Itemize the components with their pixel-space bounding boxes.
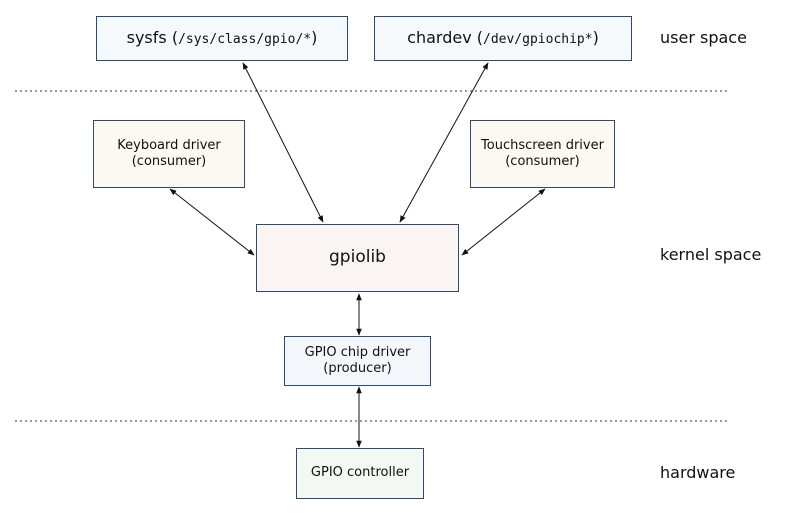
gpiolib-label: gpiolib <box>329 247 386 268</box>
sysfs-paren-open: ( <box>166 28 179 48</box>
sysfs-box: sysfs (/sys/class/gpio/*) <box>96 16 348 61</box>
chardev-name: chardev <box>407 28 472 48</box>
gpio-controller-label: GPIO controller <box>310 465 410 481</box>
arrow-touchscreen-gpiolib <box>461 188 546 256</box>
gpio-controller-box: GPIO controller <box>296 448 424 499</box>
keyboard-driver-box: Keyboard driver (consumer) <box>93 120 245 188</box>
arrow-chardev-gpiolib <box>399 62 489 223</box>
sysfs-path: /sys/class/gpio/* <box>178 32 312 48</box>
arrow-keyboard-gpiolib <box>169 188 255 256</box>
sysfs-name: sysfs <box>126 28 167 48</box>
chardev-path: /dev/gpiochip* <box>483 32 593 48</box>
chardev-paren-close: ) <box>592 28 599 48</box>
keyboard-driver-title: Keyboard driver <box>117 137 221 153</box>
sysfs-paren-close: ) <box>311 28 318 48</box>
gpio-chip-driver-box: GPIO chip driver (producer) <box>284 336 431 386</box>
region-label-kernel-space: kernel space <box>660 245 762 264</box>
gpiolib-box: gpiolib <box>256 224 459 292</box>
touchscreen-driver-title: Touchscreen driver <box>481 137 604 153</box>
gpio-chip-driver-role: (producer) <box>323 361 392 376</box>
touchscreen-driver-box: Touchscreen driver (consumer) <box>470 120 615 188</box>
chardev-paren-open: ( <box>471 28 483 48</box>
arrow-sysfs-gpiolib <box>242 62 324 223</box>
chardev-box: chardev (/dev/gpiochip*) <box>374 16 632 61</box>
region-label-user-space: user space <box>660 28 747 47</box>
touchscreen-driver-role: (consumer) <box>505 154 580 169</box>
keyboard-driver-role: (consumer) <box>131 154 207 169</box>
chardev-label: chardev (/dev/gpiochip*) <box>407 28 599 48</box>
gpio-chip-driver-title: GPIO chip driver <box>304 344 411 360</box>
sysfs-label: sysfs (/sys/class/gpio/*) <box>127 28 318 48</box>
region-label-hardware: hardware <box>660 463 736 482</box>
